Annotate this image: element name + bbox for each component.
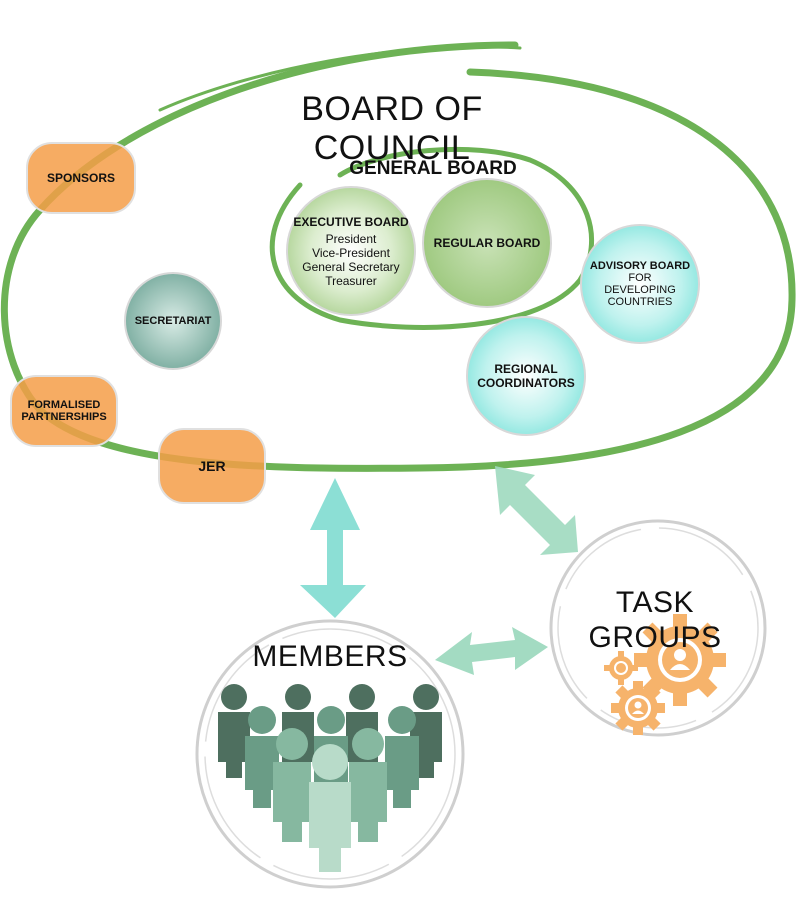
task-groups-circle <box>549 519 767 737</box>
sponsors-label: SPONSORS <box>46 171 115 185</box>
executive-board-circle: EXECUTIVE BOARD President Vice-President… <box>286 186 416 316</box>
members-circle <box>195 619 465 889</box>
arrow-board-taskgroups <box>495 466 578 555</box>
formalised-partnerships-line2: PARTNERSHIPS <box>21 411 107 423</box>
role-treasurer: Treasurer <box>325 273 377 288</box>
advisory-board-countries: COUNTRIES <box>607 296 673 308</box>
sponsors-badge: SPONSORS <box>26 142 136 214</box>
jer-badge: JER <box>158 428 266 504</box>
executive-board-title: EXECUTIVE BOARD <box>293 214 409 229</box>
regional-coordinators-line1: REGIONAL <box>494 362 558 376</box>
role-president: President <box>325 231 377 246</box>
gears-icon <box>604 614 726 735</box>
board-of-council-title: BOARD OF COUNCIL <box>301 90 483 168</box>
secretariat-title: SECRETARIAT <box>134 315 212 327</box>
role-vice-president: Vice-President <box>312 245 390 260</box>
task-groups-circle-inner <box>557 527 759 729</box>
general-board-ring <box>269 146 595 330</box>
secretariat-circle: SECRETARIAT <box>124 272 222 370</box>
arrow-members-taskgroups <box>435 627 548 675</box>
general-board-title: GENERAL BOARD <box>349 158 517 179</box>
task-groups-title: TASK GROUPS <box>588 586 722 654</box>
regional-coordinators-line2: COORDINATORS <box>477 376 575 390</box>
role-general-secretary: General Secretary <box>302 259 400 274</box>
arrow-board-members <box>300 478 366 618</box>
members-circle-inner <box>204 628 456 880</box>
formalised-partnerships-badge: FORMALISED PARTNERSHIPS <box>10 375 118 447</box>
regular-board-circle: REGULAR BOARD <box>422 178 552 308</box>
regional-coordinators-circle: REGIONAL COORDINATORS <box>466 316 586 436</box>
members-title: MEMBERS <box>252 640 408 673</box>
regular-board-title: REGULAR BOARD <box>433 236 541 250</box>
formalised-partnerships-line1: FORMALISED <box>27 399 101 411</box>
board-of-council-ring-stroke2 <box>158 45 522 112</box>
advisory-board-circle: ADVISORY BOARD FOR DEVELOPING COUNTRIES <box>580 224 700 344</box>
advisory-board-title: ADVISORY BOARD <box>589 260 691 272</box>
advisory-board-for: FOR <box>628 272 652 284</box>
jer-label: JER <box>198 458 226 474</box>
people-icon <box>218 684 442 872</box>
advisory-board-developing: DEVELOPING <box>604 284 676 296</box>
